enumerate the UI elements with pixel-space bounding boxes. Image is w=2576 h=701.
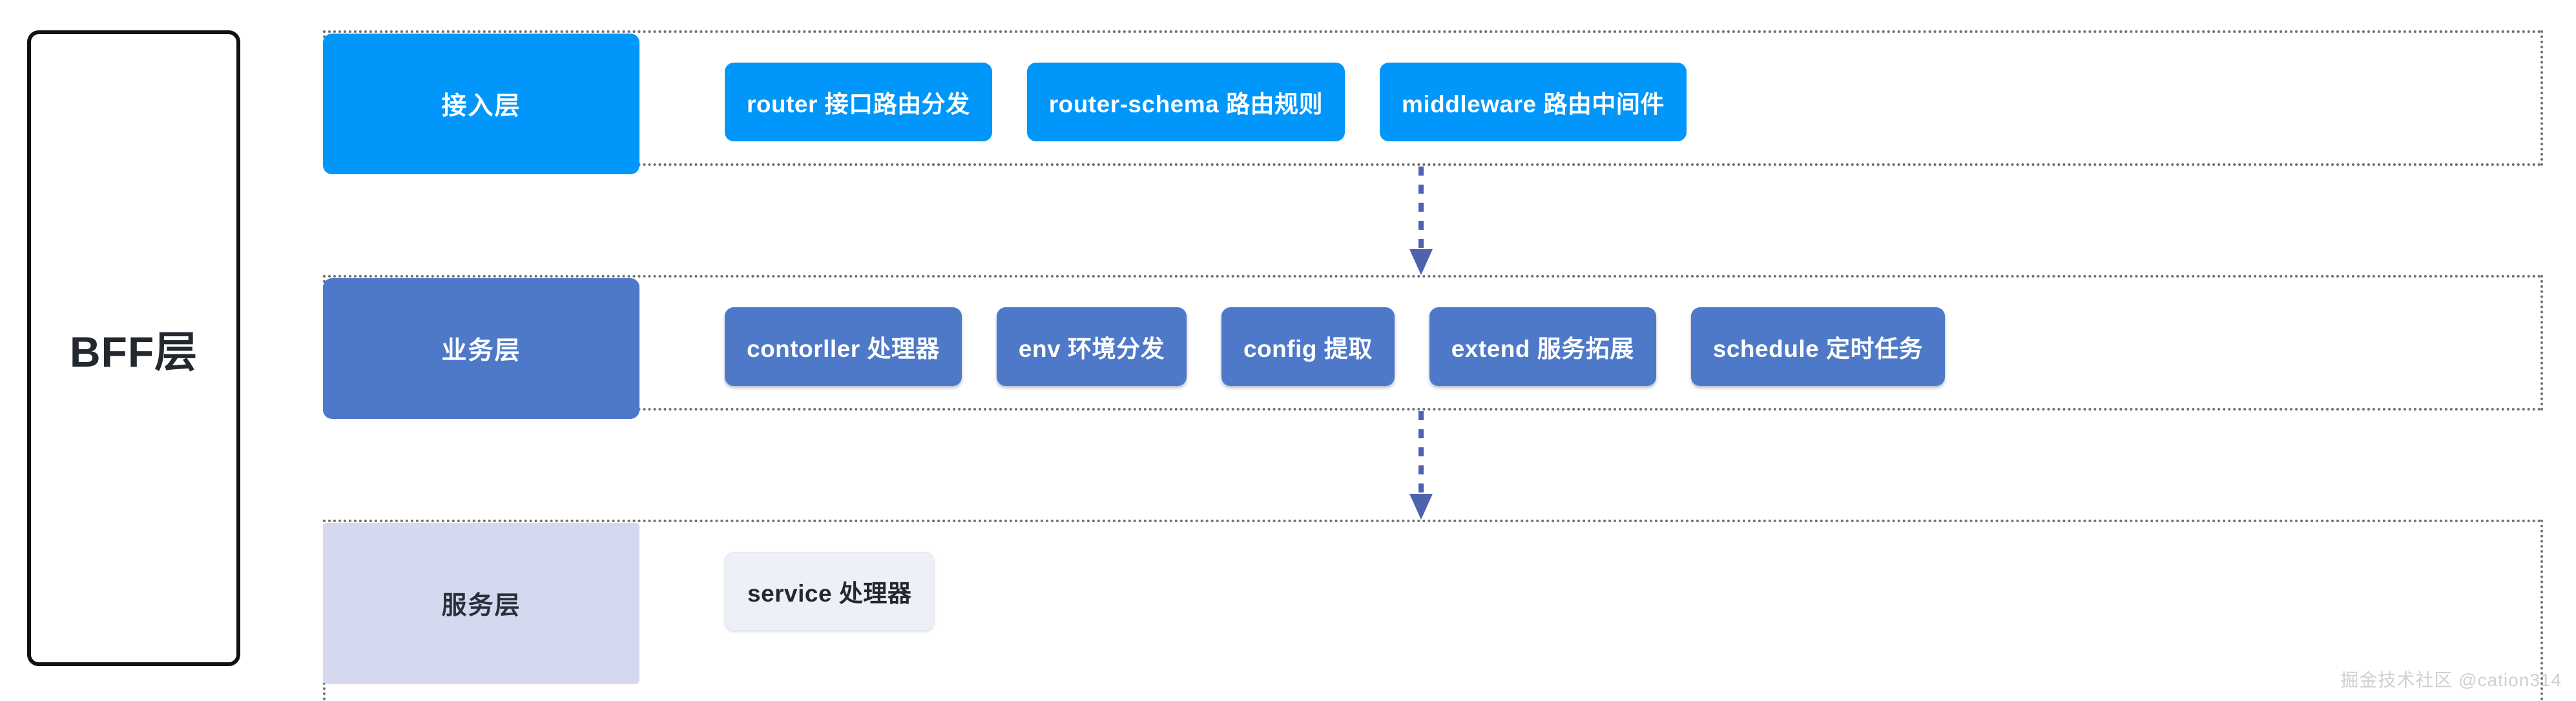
node-router-label: router 接口路由分发 — [747, 91, 970, 117]
arrow-head-icon — [1409, 249, 1433, 275]
node-extend-label: extend 服务拓展 — [1451, 336, 1634, 362]
layer-title-business-label: 业务层 — [441, 337, 521, 365]
layer-title-service-label: 服务层 — [441, 592, 521, 620]
node-config[interactable]: config 提取 — [1221, 307, 1395, 386]
layer-title-service[interactable]: 服务层 — [323, 523, 639, 684]
business-to-service-arrow — [1408, 411, 1434, 521]
bff-layer-label: BFF层 — [69, 327, 198, 376]
node-service-label: service 处理器 — [747, 580, 912, 607]
arrow-head-icon — [1409, 494, 1433, 520]
node-group-business: contorller 处理器 env 环境分发 config 提取 extend… — [725, 307, 1945, 386]
node-group-access: router 接口路由分发 router-schema 路由规则 middlew… — [725, 63, 1687, 141]
watermark: 掘金技术社区 @cation314 — [2340, 670, 2562, 690]
layer-title-access[interactable]: 接入层 — [323, 34, 639, 174]
layer-container-service — [323, 520, 2543, 700]
layer-title-access-label: 接入层 — [441, 92, 521, 120]
node-router[interactable]: router 接口路由分发 — [725, 63, 992, 141]
node-env[interactable]: env 环境分发 — [996, 307, 1187, 386]
node-service[interactable]: service 处理器 — [725, 552, 935, 631]
node-middleware[interactable]: middleware 路由中间件 — [1380, 63, 1687, 141]
node-router-schema-label: router-schema 路由规则 — [1048, 91, 1323, 117]
node-contorller[interactable]: contorller 处理器 — [725, 307, 962, 386]
node-contorller-label: contorller 处理器 — [747, 336, 940, 362]
node-group-service: service 处理器 — [725, 552, 935, 631]
node-middleware-label: middleware 路由中间件 — [1402, 91, 1665, 117]
node-schedule[interactable]: schedule 定时任务 — [1690, 307, 1945, 386]
node-router-schema[interactable]: router-schema 路由规则 — [1026, 63, 1345, 141]
bff-layer-frame: BFF层 — [27, 30, 240, 666]
node-config-label: config 提取 — [1243, 336, 1373, 362]
node-env-label: env 环境分发 — [1018, 336, 1165, 362]
node-schedule-label: schedule 定时任务 — [1712, 336, 1923, 362]
access-to-business-arrow — [1408, 167, 1434, 276]
layer-title-business[interactable]: 业务层 — [323, 278, 639, 419]
node-extend[interactable]: extend 服务拓展 — [1429, 307, 1656, 386]
